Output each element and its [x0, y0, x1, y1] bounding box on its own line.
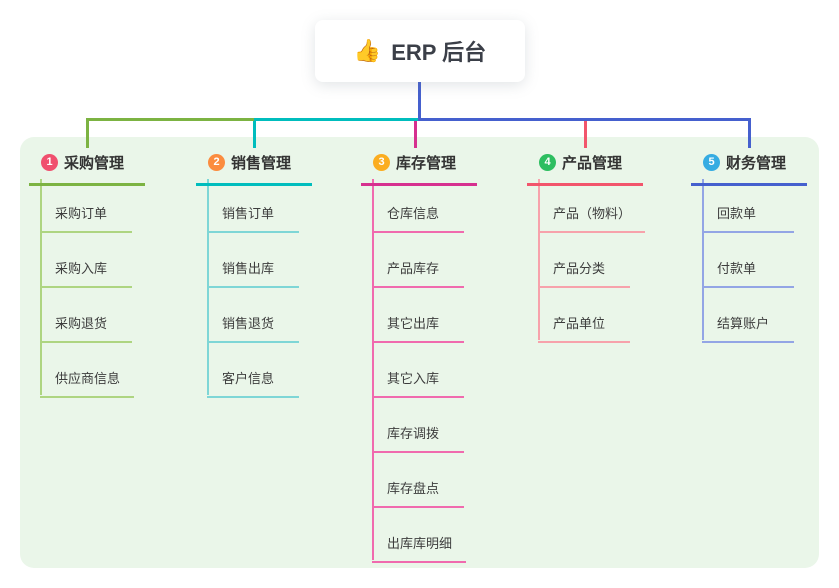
branch-title-label: 库存管理	[396, 154, 457, 172]
connector-root-vertical	[417, 82, 421, 121]
branch-node-3[interactable]: 3 库存管理	[361, 148, 477, 186]
branch-number-badge: 4	[539, 153, 556, 171]
child-node-3-2[interactable]: 产品库存	[372, 258, 464, 288]
branch-node-4[interactable]: 4 产品管理	[527, 148, 643, 186]
child-node-5-1[interactable]: 回款单	[702, 203, 794, 233]
branch-number-badge: 5	[703, 153, 720, 171]
branch-node-1[interactable]: 1 采购管理	[29, 148, 145, 186]
connector-trunk-segment-green	[85, 118, 254, 121]
child-node-3-5[interactable]: 库存调拨	[372, 423, 464, 453]
child-node-1-2[interactable]: 采购入库	[40, 258, 132, 288]
connector-trunk-segment-teal	[254, 118, 419, 121]
connector-drop-branch-5	[747, 118, 751, 148]
branch-title-label: 采购管理	[64, 154, 125, 172]
thumbs-up-icon: 👍	[353, 38, 382, 63]
branch-node-5[interactable]: 5 财务管理	[691, 148, 807, 186]
branch-number-badge: 1	[41, 153, 58, 171]
child-node-1-4[interactable]: 供应商信息	[40, 368, 135, 398]
branch-spine-line	[372, 179, 374, 560]
branch-spine-line	[702, 179, 704, 340]
child-node-3-4[interactable]: 其它入库	[372, 368, 464, 398]
child-node-1-3[interactable]: 采购退货	[40, 313, 132, 343]
child-node-3-6[interactable]: 库存盘点	[372, 478, 464, 508]
child-node-3-1[interactable]: 仓库信息	[372, 203, 464, 233]
child-node-4-1[interactable]: 产品（物料）	[538, 203, 646, 233]
branch-title-label: 产品管理	[562, 154, 623, 172]
branch-number-badge: 2	[208, 153, 225, 171]
branch-node-2[interactable]: 2 销售管理	[196, 148, 312, 186]
child-node-5-3[interactable]: 结算账户	[702, 313, 794, 343]
mindmap-panel	[20, 137, 819, 568]
child-node-2-2[interactable]: 销售出库	[207, 258, 299, 288]
branch-spine-line	[538, 179, 540, 340]
child-node-3-7[interactable]: 出库库明细	[372, 533, 467, 563]
child-node-2-4[interactable]: 客户信息	[207, 368, 299, 398]
branch-number-badge: 3	[373, 153, 390, 171]
connector-drop-branch-3	[414, 121, 417, 148]
child-node-1-1[interactable]: 采购订单	[40, 203, 132, 233]
connector-trunk-segment-blue	[417, 118, 751, 121]
connector-drop-branch-4	[583, 121, 587, 148]
child-node-3-3[interactable]: 其它出库	[372, 313, 464, 343]
connector-drop-branch-1	[85, 118, 89, 148]
root-node-label: ERP 后台	[391, 40, 487, 65]
child-node-2-1[interactable]: 销售订单	[207, 203, 299, 233]
child-node-2-3[interactable]: 销售退货	[207, 313, 299, 343]
branch-title-label: 销售管理	[231, 154, 292, 172]
child-node-4-3[interactable]: 产品单位	[538, 313, 630, 343]
child-node-5-2[interactable]: 付款单	[702, 258, 794, 288]
connector-drop-branch-2	[252, 118, 256, 148]
root-node[interactable]: 👍 ERP 后台	[315, 20, 525, 82]
branch-title-label: 财务管理	[726, 154, 787, 172]
child-node-4-2[interactable]: 产品分类	[538, 258, 630, 288]
